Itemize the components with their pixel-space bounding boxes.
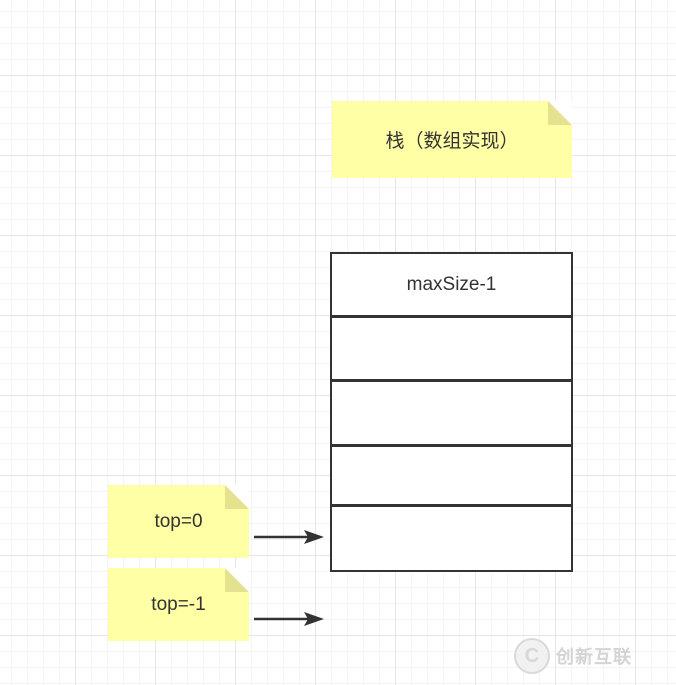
stack-cell (332, 382, 571, 447)
pointer-label: top=-1 (151, 593, 206, 615)
title-note-text: 栈（数组实现） (385, 131, 519, 152)
note-fold-icon (548, 101, 572, 125)
pointer-note-top-minus-1: top=-1 (108, 568, 249, 641)
pointer-label: top=0 (154, 510, 203, 532)
arrow-top-0 (254, 530, 324, 544)
note-fold-icon (225, 568, 249, 592)
stack-cell (332, 447, 571, 507)
pointer-note-top-0: top=0 (108, 485, 249, 558)
arrow-top-minus-1 (254, 612, 324, 626)
logo-mark-icon: C (514, 638, 550, 674)
stack-cell-top: maxSize-1 (332, 254, 571, 318)
stack-array: maxSize-1 (330, 252, 573, 572)
title-note: 栈（数组实现） (332, 101, 572, 178)
watermark-text: 创新互联 (556, 647, 632, 667)
note-fold-icon (225, 485, 249, 509)
stack-cell-label: maxSize-1 (406, 273, 497, 295)
stack-cell (332, 318, 571, 382)
watermark-logo: C 创新互联 (514, 630, 674, 682)
